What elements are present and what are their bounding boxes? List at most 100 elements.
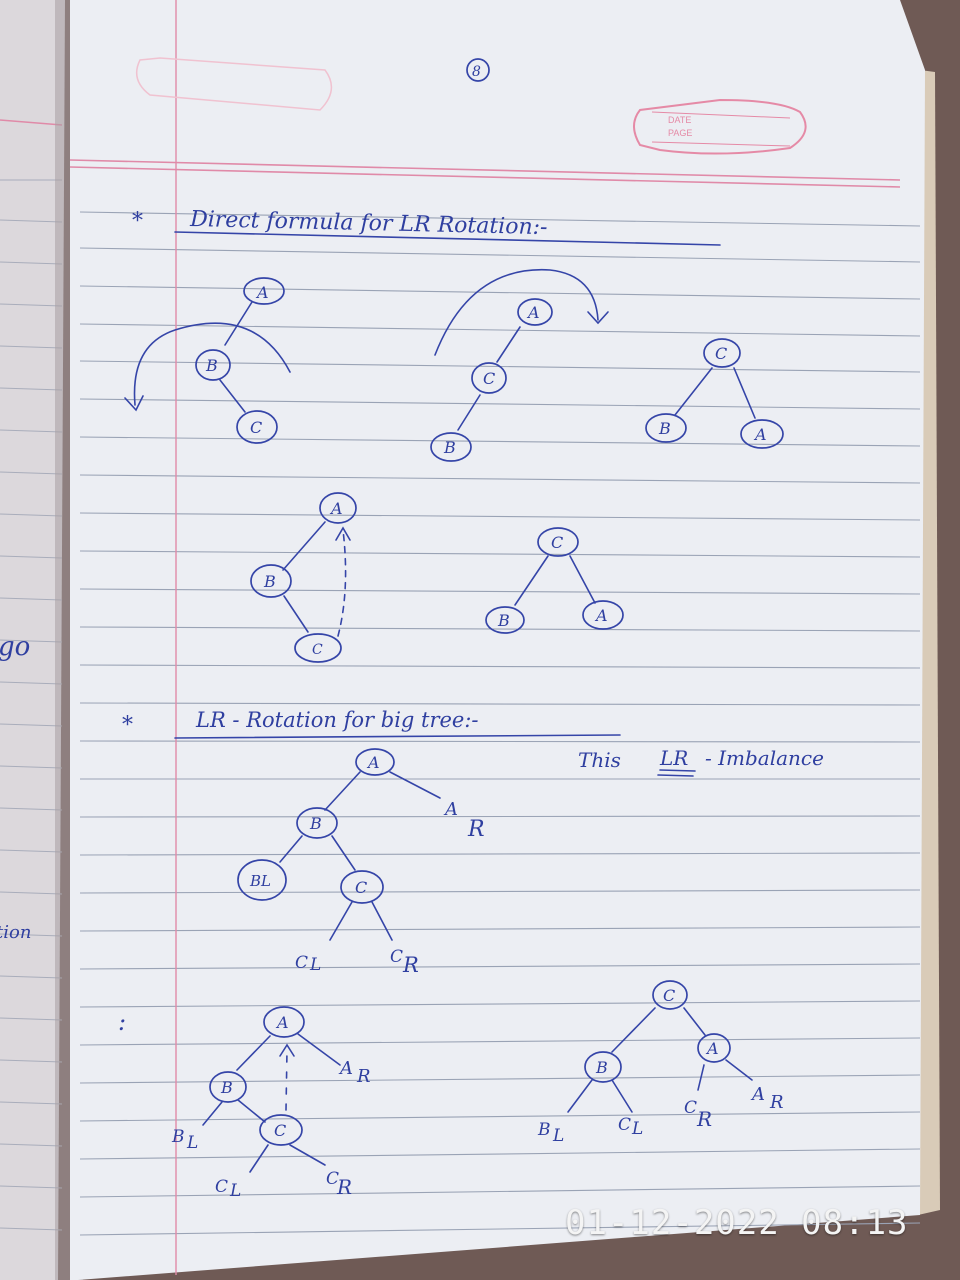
node-c xyxy=(703,338,741,368)
left-page xyxy=(0,0,65,1280)
tree-6: A B BL C A R C L C R xyxy=(237,748,485,977)
show-through-stamp xyxy=(135,57,333,111)
svg-text:C: C xyxy=(663,986,675,1005)
imbalance-note-lr: LR xyxy=(659,746,688,770)
section-2-bullet: * xyxy=(122,713,133,738)
dashed-arrow xyxy=(285,1049,288,1111)
node-a xyxy=(582,600,624,630)
tree-8: C B A B L C L C R A R xyxy=(537,980,784,1146)
leaf-cl-subscript: L xyxy=(229,1181,241,1201)
leaf-b-subscript: L xyxy=(552,1126,564,1146)
svg-text:B: B xyxy=(595,1058,608,1077)
tree-7: A B C A R B L C L C R xyxy=(171,1006,371,1201)
node-c xyxy=(294,633,342,663)
leaf-cr-subscript: R xyxy=(696,1107,712,1131)
leaf-b-subscript: L xyxy=(186,1133,198,1153)
leaf-cl-subscript: L xyxy=(309,955,321,975)
node-c xyxy=(236,410,278,444)
svg-text:A: A xyxy=(275,1013,289,1032)
leaf-b: B xyxy=(171,1127,185,1147)
svg-text:C: C xyxy=(250,418,262,437)
leaf-cr: C xyxy=(390,947,403,967)
leaf-b: B xyxy=(537,1120,551,1140)
leaf-cl: C xyxy=(295,953,308,973)
node-b xyxy=(645,413,687,443)
svg-text:B: B xyxy=(220,1078,233,1097)
leaf-a: A xyxy=(338,1058,353,1079)
svg-text:BL: BL xyxy=(249,872,271,890)
stamp-date-label: DATE xyxy=(668,115,691,125)
node-c xyxy=(340,870,384,904)
rotation-arrow-2 xyxy=(434,268,599,356)
node-a xyxy=(319,492,357,524)
node-b xyxy=(195,349,231,381)
leaf-cr-subscript: R xyxy=(336,1175,352,1199)
node-a xyxy=(355,748,395,776)
svg-text:B: B xyxy=(263,572,276,591)
leaf-ar-subscript: R xyxy=(769,1092,784,1113)
leaf-cl: C xyxy=(618,1115,631,1135)
tree-1: A B C xyxy=(124,277,291,444)
date-page-stamp: DATE PAGE xyxy=(633,98,807,155)
section-1-underline xyxy=(174,231,721,246)
svg-text:C: C xyxy=(312,642,323,658)
header-line xyxy=(69,159,901,181)
node-b xyxy=(250,564,292,598)
svg-text:C: C xyxy=(355,878,367,897)
node-b xyxy=(584,1051,622,1083)
node-b xyxy=(209,1071,247,1103)
leaf-cr: C xyxy=(684,1098,697,1118)
node-a xyxy=(517,298,553,326)
therefore-symbol: : xyxy=(118,1008,126,1036)
leaf-ar: A xyxy=(443,799,458,820)
header-line-2 xyxy=(69,166,901,188)
svg-text:B: B xyxy=(497,611,510,630)
svg-text:B: B xyxy=(309,814,322,833)
node-a xyxy=(740,419,784,449)
svg-text:C: C xyxy=(483,369,495,388)
node-bl xyxy=(237,859,287,901)
svg-text:A: A xyxy=(705,1039,719,1058)
svg-text:C: C xyxy=(715,344,727,363)
ruled-lines xyxy=(79,211,921,1236)
svg-text:A: A xyxy=(366,753,380,772)
svg-text:C: C xyxy=(274,1121,286,1140)
svg-text:B: B xyxy=(658,419,671,438)
leaf-cr-subscript: R xyxy=(402,953,419,977)
page-number: 8 xyxy=(472,64,481,80)
node-c xyxy=(537,527,579,557)
svg-text:A: A xyxy=(526,303,540,322)
left-page-margin-line xyxy=(0,119,63,126)
leaf-a-subscript: R xyxy=(356,1066,371,1087)
dashed-arrow xyxy=(337,529,347,637)
section-2-underline xyxy=(174,734,621,739)
main-page xyxy=(70,0,925,1280)
node-a xyxy=(697,1033,731,1063)
node-b xyxy=(296,807,338,839)
node-a xyxy=(263,1006,305,1038)
section-1-bullet: * xyxy=(132,209,143,234)
tree-3: C B A xyxy=(645,338,784,449)
svg-text:B: B xyxy=(443,438,456,457)
svg-text:A: A xyxy=(753,425,767,444)
tree-2: A C B xyxy=(430,268,609,462)
node-c xyxy=(259,1114,303,1146)
svg-text:A: A xyxy=(329,499,343,518)
leaf-cl-subscript: L xyxy=(631,1119,643,1139)
imbalance-note-suffix: - Imbalance xyxy=(705,746,824,770)
node-c xyxy=(471,362,507,394)
leaf-ar-subscript: R xyxy=(467,817,485,842)
rotation-arrow-1 xyxy=(133,322,291,406)
tree-5: C B A xyxy=(485,527,624,634)
leaf-cr: C xyxy=(326,1169,339,1189)
tree-4: A B C xyxy=(250,492,357,663)
node-c xyxy=(652,980,688,1010)
node-b xyxy=(485,606,525,634)
node-a xyxy=(243,277,285,305)
page-number-circle xyxy=(466,58,490,82)
imbalance-note-prefix: This xyxy=(578,748,621,772)
node-b xyxy=(430,432,472,462)
svg-text:A: A xyxy=(255,283,269,302)
left-page-rules xyxy=(0,179,63,1231)
